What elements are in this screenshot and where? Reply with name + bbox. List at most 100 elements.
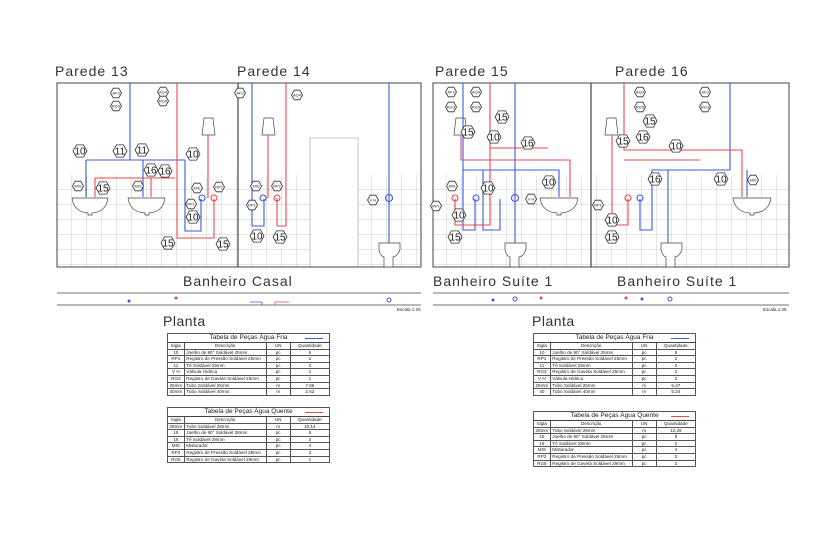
table-cell: Joelho de 90° Soldável 28mm (549, 433, 633, 441)
marker-label: AQ4 (472, 90, 481, 95)
marker-10: 10 (451, 208, 467, 222)
marker-label: 16 (522, 139, 534, 150)
table-cell: 2 (655, 368, 697, 376)
room-title-casal: Banheiro Casal (183, 273, 293, 289)
marker-16: 16 (157, 164, 173, 178)
marker-label: RG5 (636, 105, 645, 110)
column-header: Descrição (549, 342, 633, 350)
marker-10: 10 (486, 130, 502, 144)
scale-label: Escala 1:25 (763, 307, 787, 312)
marker-15: 15 (160, 236, 176, 250)
table-cell: 1 (289, 455, 331, 464)
table-cell: 6.47 (655, 381, 697, 390)
table-cell: MIS (533, 446, 551, 454)
hexagon-icon (486, 130, 502, 144)
table-cell: 2 (289, 361, 331, 370)
hexagon-icon (185, 210, 201, 224)
table-cell: 28mm (167, 422, 185, 431)
table-cell: pc (265, 435, 291, 444)
table-cell: 1 (289, 374, 331, 383)
plan-title: Planta (163, 313, 206, 329)
column-header: UN (265, 416, 291, 424)
marker-15: 15 (460, 125, 476, 139)
hexagon-icon (250, 180, 262, 192)
marker-label: 15 (162, 239, 174, 250)
marker-label: MIS (252, 184, 259, 189)
hexagon-icon (445, 101, 457, 113)
table-cell: 8 (655, 348, 697, 357)
table-cell: pc (631, 439, 657, 448)
hexagon-icon (157, 95, 169, 107)
hexagon-icon (272, 230, 288, 244)
hexagon-icon (480, 181, 496, 195)
table-cell: pc (265, 429, 291, 437)
marker-label: MIS (74, 184, 81, 189)
hexagon-icon (160, 236, 176, 250)
marker-label: RP1 (432, 204, 441, 209)
legend-line (305, 337, 323, 339)
table-cell: pc (265, 361, 291, 370)
legend-line (671, 337, 689, 339)
room-title-suite-a: Banheiro Suíte 1 (433, 273, 554, 289)
table-cell: m (265, 422, 291, 431)
marker-10: 10 (249, 229, 265, 243)
marker-15: 15 (272, 230, 288, 244)
table-cell: 25mm (167, 381, 185, 390)
hexagon-icon (430, 200, 442, 212)
marker-label: 10 (488, 133, 500, 144)
hexagon-icon (447, 230, 463, 244)
table-cell: 2 (289, 355, 331, 363)
hexagon-icon (699, 86, 711, 98)
table-cell: pc (631, 361, 657, 370)
hexagon-icon (446, 180, 458, 192)
hexagon-icon (647, 172, 663, 186)
marker-rg3: RG3 (110, 100, 122, 112)
table-cell: pc (265, 348, 291, 357)
marker-label: 10 (670, 142, 682, 153)
marker-label: 15 (217, 240, 229, 251)
table-cell: pc (265, 355, 291, 363)
table-cell: pc (631, 452, 657, 461)
table-cell: m (265, 388, 291, 396)
table-cell: Válvula Hídrica (183, 368, 267, 376)
marker-10: 10 (541, 175, 557, 189)
table-cell: Tê Soldável 25mm (549, 361, 633, 370)
marker-label: 16 (145, 166, 157, 177)
hexagon-icon (185, 198, 197, 210)
table-cell: pc (265, 368, 291, 376)
table-cell: pc (265, 448, 291, 457)
table-cell: 2 (655, 361, 697, 370)
hexagon-icon (592, 199, 604, 211)
marker-10: 10 (713, 172, 729, 186)
scale-label: Escala 1:25 (397, 307, 421, 312)
table-cell: Tubo Soldável 25mm (549, 381, 633, 390)
table-cell: 2 (655, 452, 697, 461)
table-cell: RG3 (533, 368, 551, 376)
marker-15: 15 (615, 134, 631, 148)
marker-aq4: AQ4 (634, 86, 646, 98)
column-header: Quantidade (655, 420, 697, 428)
marker-label: RP1 (594, 203, 603, 208)
table-cell: 2 (655, 374, 697, 383)
marker-label: MIS (193, 186, 200, 191)
table-cell: Tubo Soldável 25mm (183, 381, 267, 390)
table-cell: V H (167, 368, 185, 376)
table-cell: pc (631, 459, 657, 468)
table-cell: 25mm (533, 381, 551, 390)
table-cell: Registro de Gaveta Soldável 25mm (183, 374, 267, 383)
table-cell: Registro de Pressão Soldável 28mm (183, 448, 267, 457)
hexagon-icon (541, 175, 557, 189)
table-cell: Tê Soldável 28mm (183, 435, 267, 444)
hexagon-icon (635, 130, 651, 144)
hexagon-icon (713, 172, 729, 186)
